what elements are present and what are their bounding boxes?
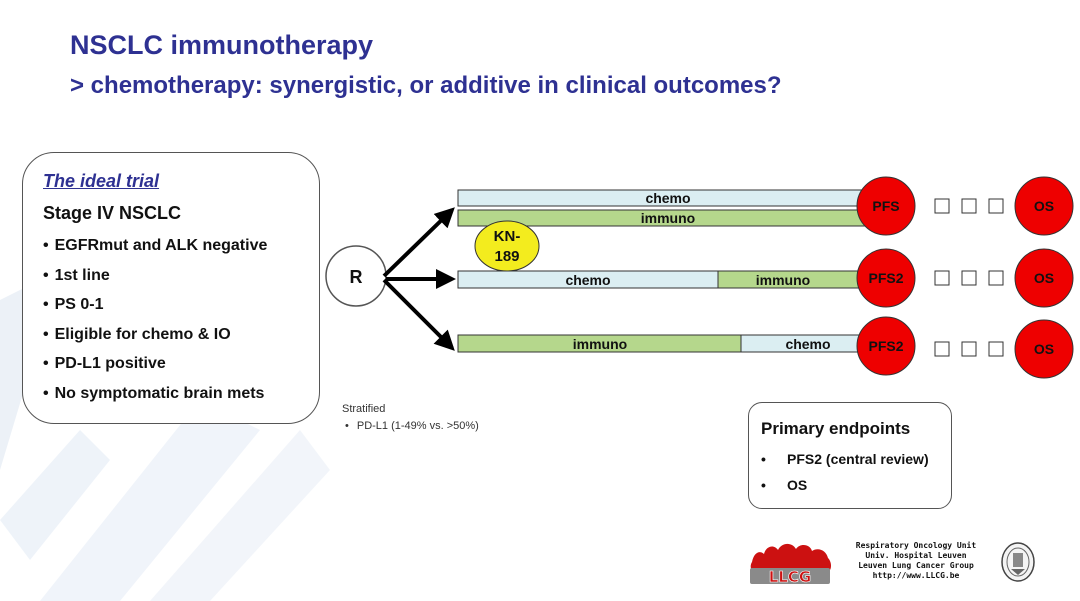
arm1-chemo-label: chemo	[645, 190, 690, 206]
criterion-item: EGFRmut and ALK negative	[43, 237, 268, 267]
stratified-label: Stratified	[342, 403, 386, 415]
arm2-immuno-label: immuno	[756, 272, 810, 288]
arrow-lower	[382, 278, 455, 351]
arm3-chemo-label: chemo	[785, 336, 830, 352]
primary-endpoint-item: PFS2 (central review)	[761, 451, 929, 467]
ideal-trial-box: The ideal trial Stage IV NSCLC EGFRmut a…	[22, 152, 320, 424]
arm3-immuno-label: immuno	[573, 336, 627, 352]
affiliation-text: Respiratory Oncology Unit Univ. Hospital…	[855, 541, 977, 580]
arm2-chemo-label: chemo	[565, 272, 610, 288]
primary-endpoints-box: Primary endpoints PFS2 (central review) …	[748, 402, 952, 509]
arm3-timeline-squares	[934, 341, 1004, 357]
arm1-os-circle	[1014, 176, 1074, 236]
arm2-os-label: OS	[1034, 270, 1054, 286]
stage-label: Stage IV NSCLC	[43, 203, 182, 223]
arm3-os-circle	[1014, 319, 1074, 379]
slide-subtitle: > chemotherapy: synergistic, or additive…	[70, 72, 782, 99]
svg-text:LLCG: LLCG	[769, 568, 811, 586]
arm3-os-label: OS	[1034, 341, 1054, 357]
ideal-trial-heading: The ideal trial	[43, 171, 160, 191]
stratified-item: PD-L1 (1-49% vs. >50%)	[345, 420, 479, 432]
university-seal-icon	[1001, 542, 1035, 582]
arm2-os-circle	[1014, 248, 1074, 308]
kn189-badge-line1: KN-	[494, 228, 521, 245]
criterion-item: Eligible for chemo & IO	[43, 326, 267, 356]
criterion-item: No symptomatic brain mets	[43, 385, 267, 415]
arm2-endpoint-label: PFS2	[868, 270, 903, 286]
arm1-endpoint-circle	[856, 176, 916, 236]
arm1-timeline-squares	[934, 198, 1004, 214]
primary-endpoints-title: Primary endpoints	[761, 419, 911, 438]
arm3-endpoint-label: PFS2	[868, 338, 903, 354]
llcg-logo: LLCG	[750, 543, 831, 586]
arm1-immuno-label: immuno	[641, 210, 695, 226]
arm1-endpoint-label: PFS	[872, 198, 899, 214]
criterion-item: 1st line	[43, 267, 267, 297]
primary-endpoint-item: OS	[761, 477, 807, 493]
criterion-item: PD-L1 positive	[43, 355, 267, 385]
arm1-os-label: OS	[1034, 198, 1054, 214]
criterion-item: PS 0-1	[43, 296, 267, 326]
arm3-endpoint-circle	[856, 316, 916, 376]
slide-title: NSCLC immunotherapy	[70, 30, 374, 60]
arrow-upper	[382, 207, 455, 278]
arm2-endpoint-circle	[856, 248, 916, 308]
arm2-timeline-squares	[934, 270, 1004, 286]
randomization-label: R	[350, 267, 363, 287]
criteria-list: EGFRmut and ALK negative 1st line PS 0-1…	[43, 237, 268, 415]
kn189-badge-line2: 189	[494, 248, 519, 265]
